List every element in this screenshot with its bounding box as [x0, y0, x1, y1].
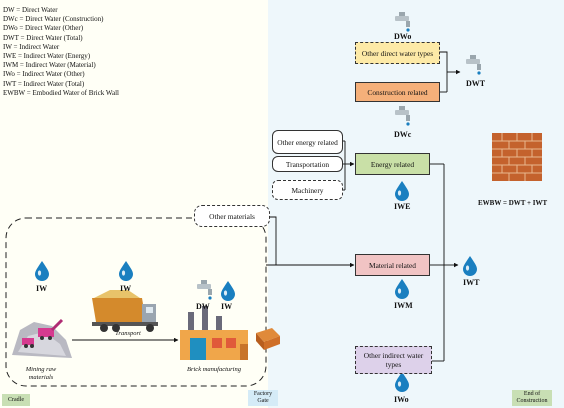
legend-item: IWT = Indirect Water (Total): [3, 79, 85, 88]
dwt-label: DWT: [466, 79, 486, 88]
iwe-label: IWE: [394, 202, 411, 211]
iw-label-factory: IW: [221, 302, 233, 311]
construction-related-box: Construction related: [355, 82, 440, 102]
legend-item: IW = Indirect Water: [3, 42, 60, 51]
stage-factory-gate: Factory Gate: [248, 390, 278, 406]
legend-item: DWo = Direct Water (Other): [3, 24, 84, 33]
other-indirect-water-box: Other indirect water types: [355, 346, 432, 374]
dwo-label: DWo: [394, 32, 412, 41]
other-direct-water-box: Other direct water types: [355, 42, 440, 64]
brick-caption: Brick manufacturing: [187, 366, 241, 373]
factory-illustration: [180, 306, 248, 360]
iw-label-mining: IW: [36, 284, 48, 293]
brick-wall-icon: [492, 133, 542, 181]
formula: EWBW = DWT + IWT: [478, 199, 548, 207]
gate-to-end-zone: [268, 0, 564, 408]
other-materials-box: Other materials: [194, 205, 270, 227]
transport-caption: Transport: [115, 330, 141, 337]
iw-label-transport: IW: [120, 284, 132, 293]
iwo-label: IWo: [394, 395, 409, 404]
legend-item: IWE = Indirect Water (Energy): [3, 52, 91, 61]
mining-caption: Mining raw materials: [25, 366, 57, 381]
material-related-box: Material related: [355, 254, 430, 276]
mining-illustration: [12, 318, 72, 358]
cradle-boundary: [5, 217, 267, 387]
legend-item: IWM = Indirect Water (Material): [3, 61, 96, 70]
brick-icon: [256, 328, 280, 350]
dw-label-factory: DW: [196, 302, 210, 311]
truck-illustration: [92, 290, 158, 332]
water-drop-icon: [395, 279, 409, 299]
water-drop-icon: [35, 261, 49, 281]
legend-item: EWBW = Embodied Water of Brick Wall: [3, 88, 119, 97]
tap-icon: [197, 280, 212, 300]
water-drop-icon: [221, 281, 235, 301]
tap-icon: [466, 55, 481, 75]
water-drop-icon: [395, 181, 409, 201]
legend-item: DW = Direct Water: [3, 6, 58, 14]
legend: DW = Direct Water DWc = Direct Water (Co…: [3, 6, 119, 98]
transportation-box: Transportation: [272, 156, 343, 172]
water-drop-icon: [463, 256, 477, 276]
other-energy-box: Other energy related: [272, 130, 343, 154]
machinery-box: Machinery: [272, 180, 343, 200]
water-drop-icon: [395, 372, 409, 392]
tap-icon: [395, 12, 410, 32]
legend-item: IWo = Indirect Water (Other): [3, 70, 85, 79]
stage-cradle: Cradle: [2, 394, 30, 406]
dwc-label: DWc: [394, 130, 412, 139]
legend-item: DWc = Direct Water (Construction): [3, 15, 104, 24]
energy-related-box: Energy related: [355, 153, 430, 175]
iwm-label: IWM: [394, 301, 413, 310]
water-drop-icon: [119, 261, 133, 281]
tap-icon: [395, 106, 410, 126]
legend-item: DWT = Direct Water (Total): [3, 33, 83, 42]
stage-end-of-construction: End of Construction: [512, 390, 552, 406]
iwt-label: IWT: [463, 278, 480, 287]
